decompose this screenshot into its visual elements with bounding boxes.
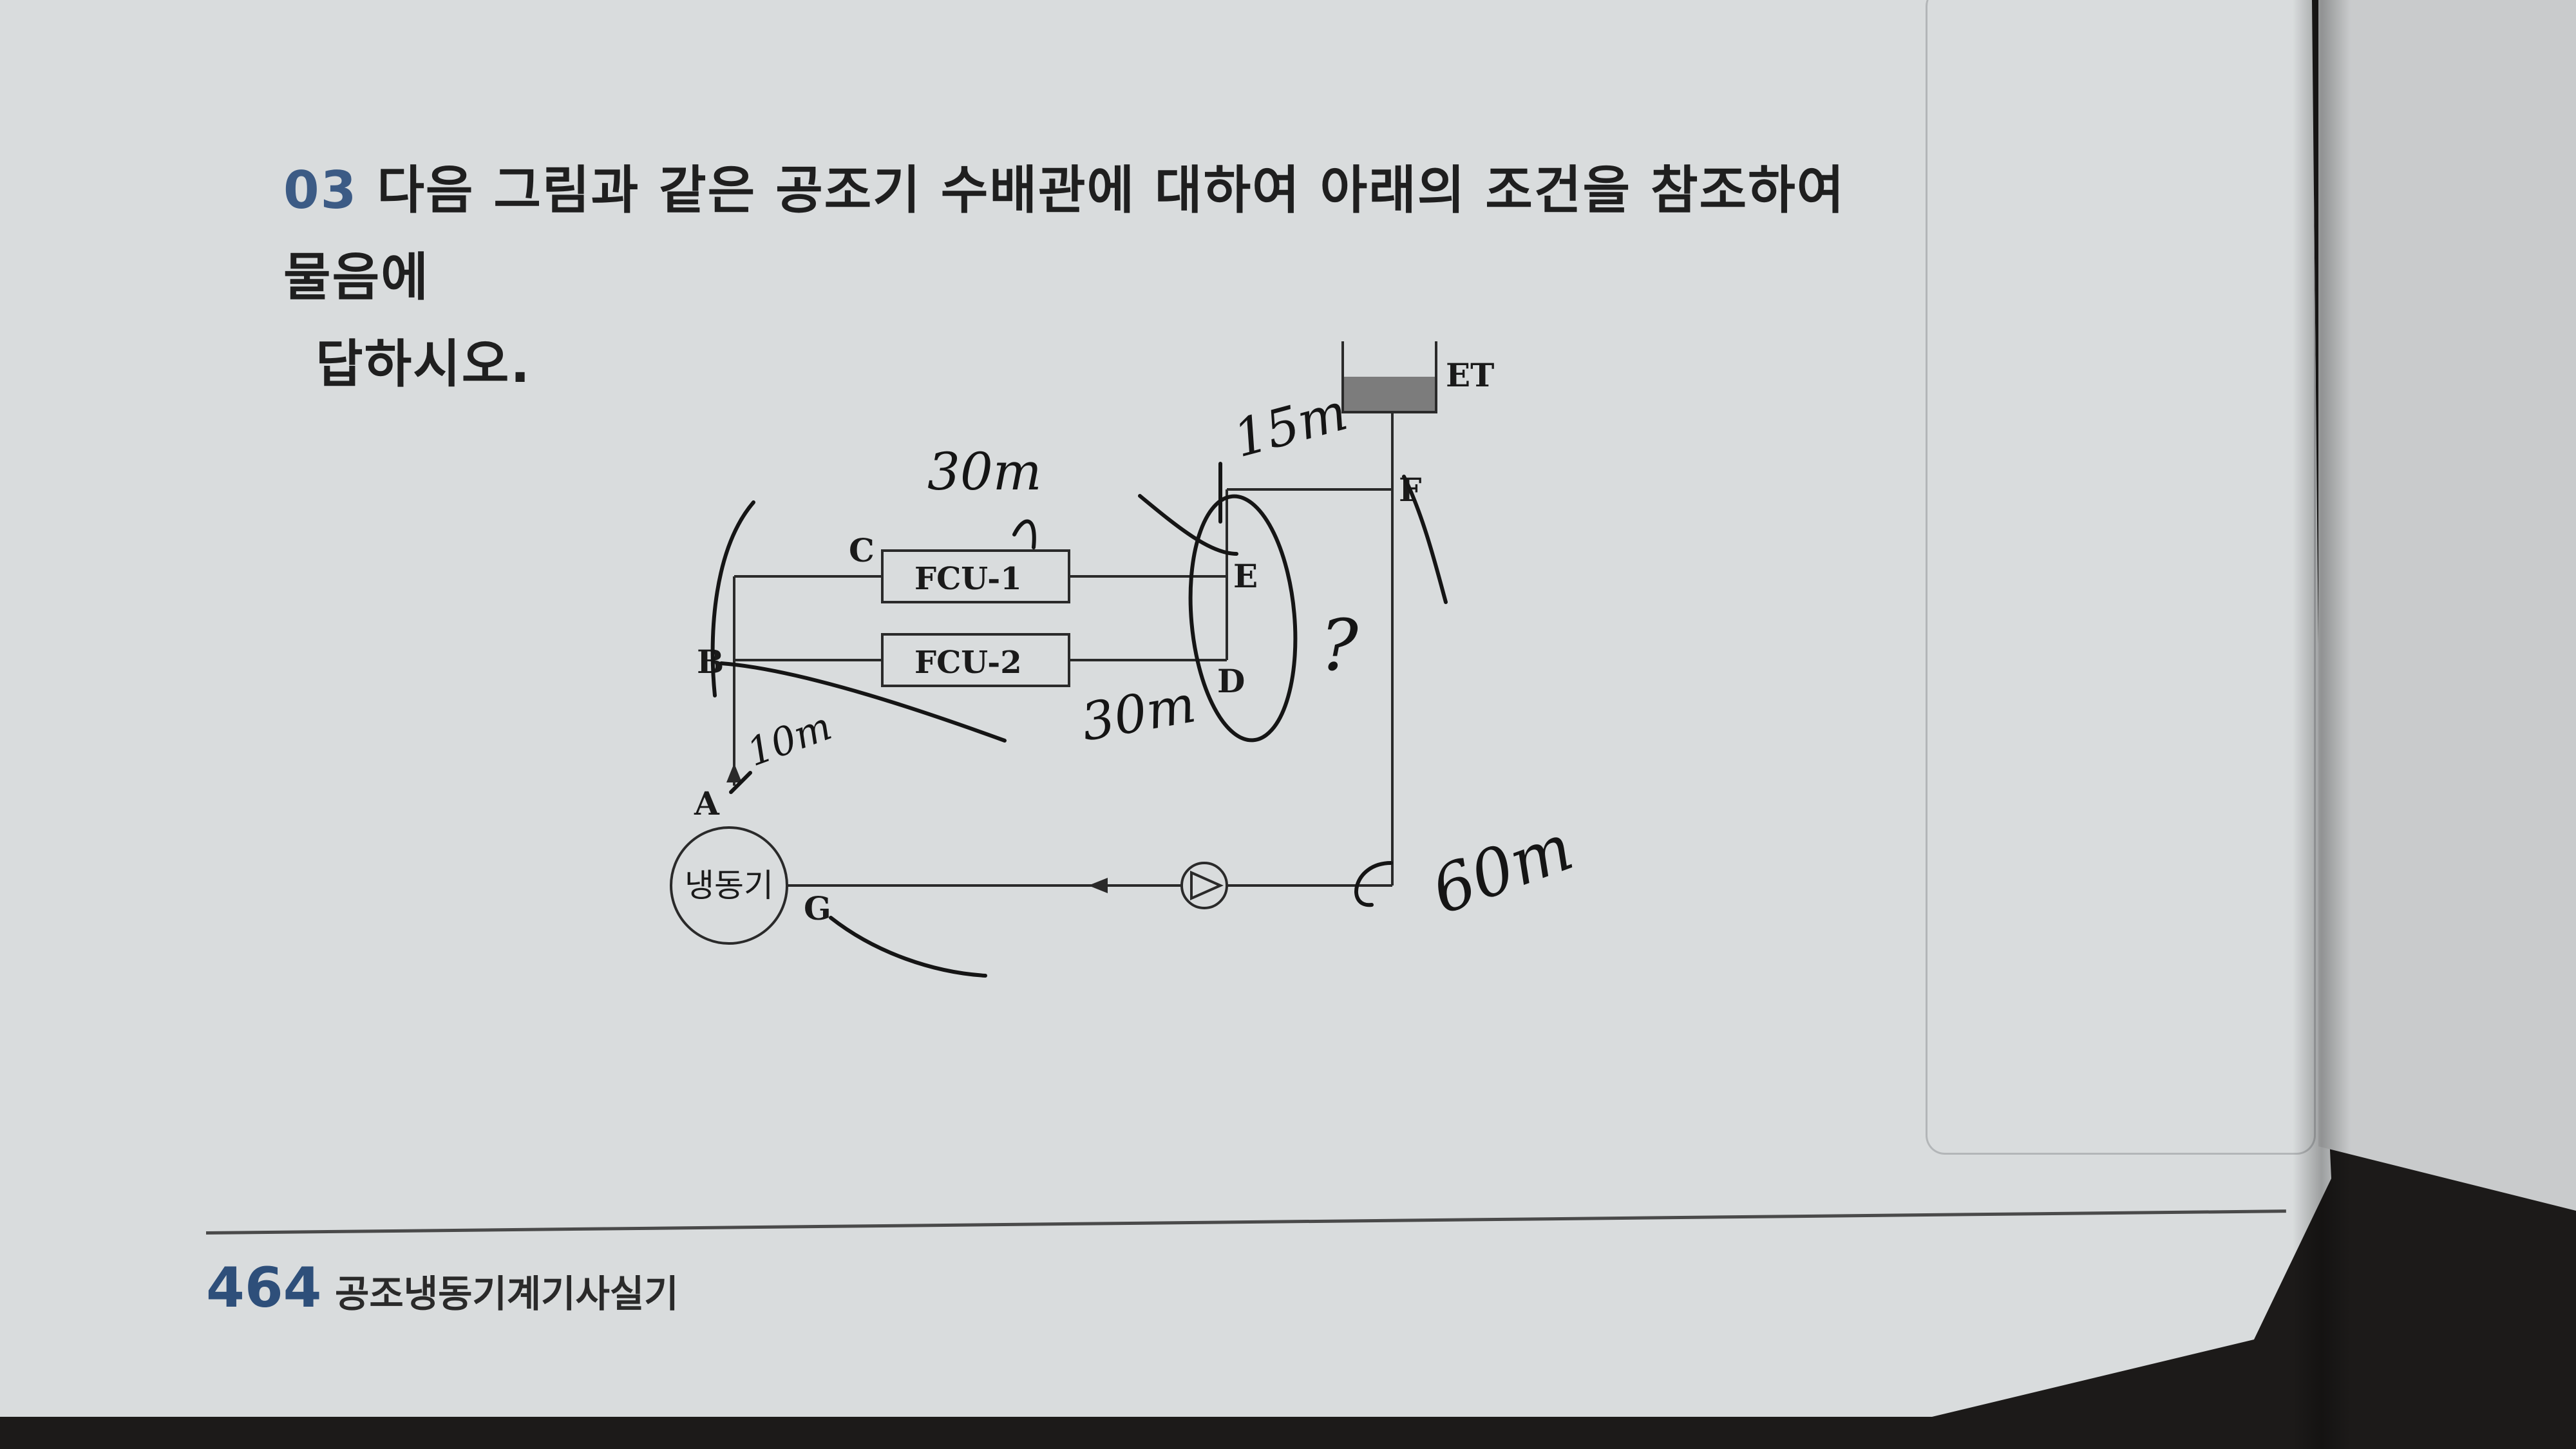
hw-question-mark: ? [1320,604,1359,687]
hw-length-right: 60m [1422,810,1582,929]
label-chiller: 냉동기 [685,867,773,904]
hw-stroke-b-bottom [719,661,1007,743]
hw-stroke-pump [1354,861,1393,907]
side-box-outline [1926,0,2316,1155]
fcu1-box [881,549,1070,603]
pump-icon [1180,862,1228,909]
label-e: E [1233,557,1258,595]
expansion-tank-outline [1341,341,1437,413]
label-g: G [804,889,831,927]
page-gutter-shadow [2293,0,2351,1449]
fcu2-box [881,633,1070,687]
label-a: A [694,784,720,822]
label-b: B [697,643,724,681]
footer-book-title: 공조냉동기계기사실기 [335,1272,679,1316]
hw-length-a: 10m [741,704,837,775]
hw-stroke-g [829,916,987,978]
hw-loop-e-d [1188,494,1298,743]
next-page-edge [2318,0,2576,1211]
expansion-tank-water [1344,377,1435,411]
label-d: D [1217,662,1245,700]
footer-page-number: 464 [206,1256,322,1320]
hw-length-bottom: 30m [1077,674,1200,752]
question-line-1-text: 다음 그림과 같은 공조기 수배관에 대하여 아래의 조건을 참조하여 물음에 [283,160,1846,307]
question-number: 03 [283,160,358,220]
label-fcu1: FCU-1 [914,561,1022,597]
label-et: ET [1446,356,1494,394]
label-fcu2: FCU-2 [914,645,1022,681]
hw-stroke-e [1138,494,1238,556]
flow-arrow-left-icon [1088,878,1108,893]
question-line-2: 답하시오. [316,334,531,394]
hw-length-et: 15m [1227,382,1354,469]
chiller-circle [670,826,788,945]
hw-stroke-b-top [710,500,755,697]
flow-arrow-up-icon [726,763,742,782]
pump-arrow-icon [1190,870,1224,901]
hw-stroke-a [729,771,752,794]
hw-stroke-f [1402,475,1448,604]
label-c: C [849,531,875,569]
hw-length-top: 30m [927,442,1042,502]
hw-stroke-fcu1 [1012,519,1036,549]
